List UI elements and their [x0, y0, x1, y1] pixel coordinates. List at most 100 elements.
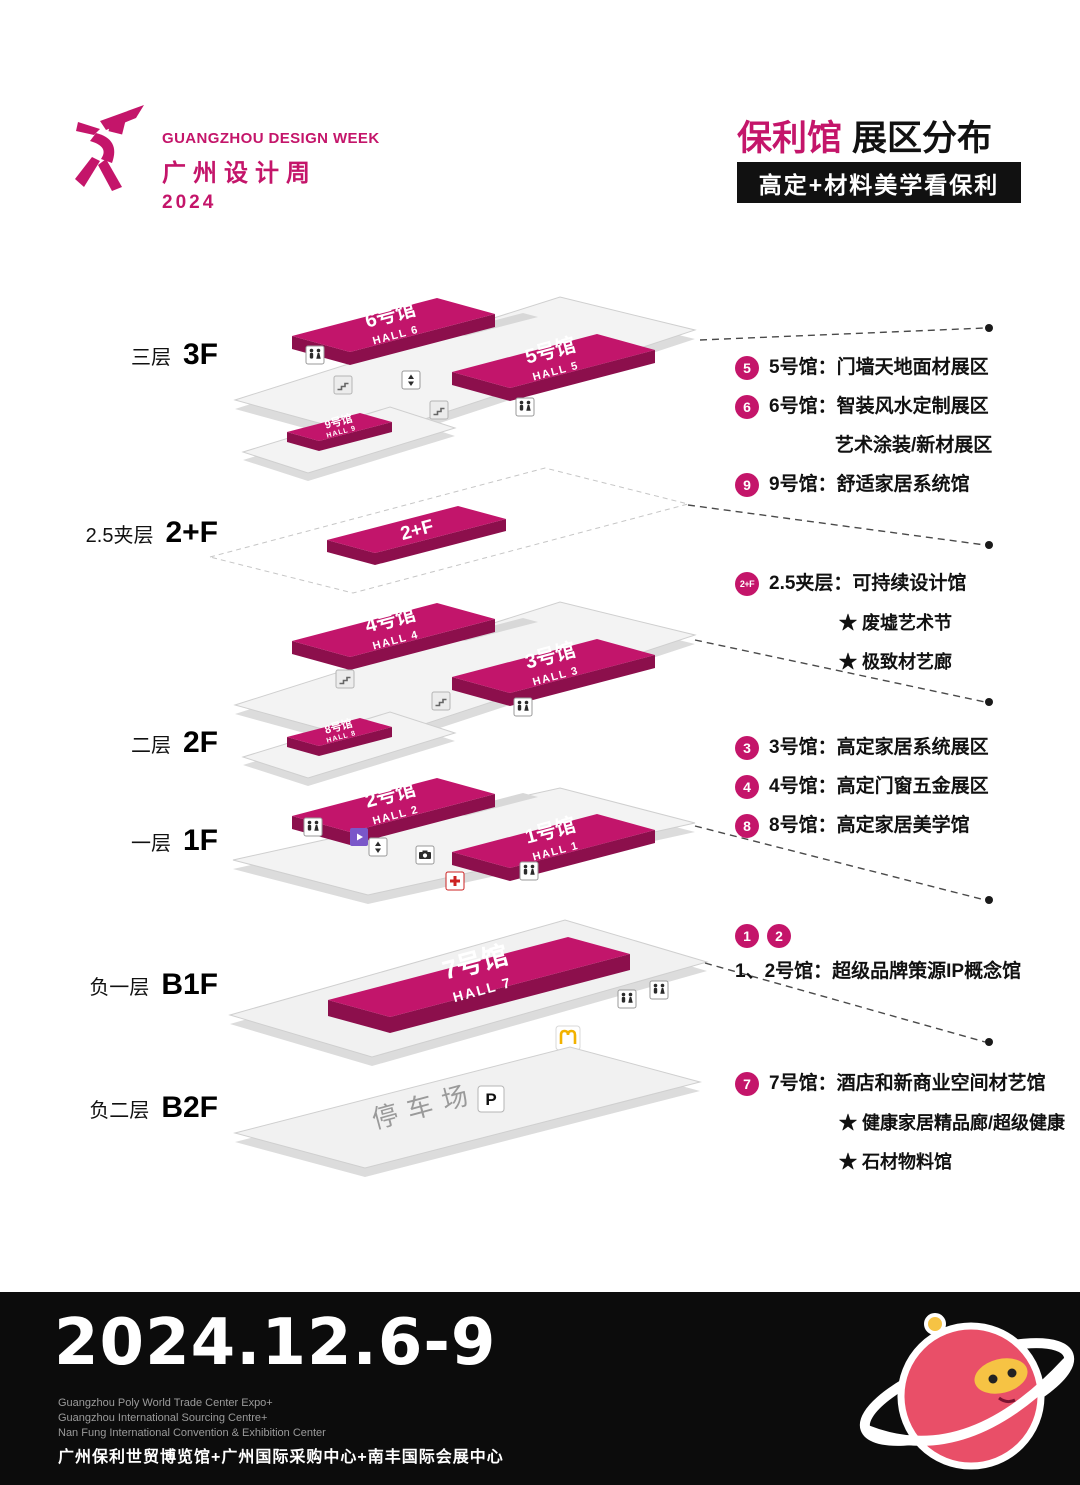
legend-text: 艺术涂装/新材展区: [835, 435, 993, 456]
hall-6-badge: 6: [735, 395, 759, 419]
legend-item-hall9: 9 9号馆：舒适家居系统馆: [735, 473, 1045, 497]
mascot-planet-illustration: [859, 1313, 1075, 1470]
floor-label-3f: 三层 3F: [28, 338, 218, 372]
floor-cn: 二层: [130, 735, 171, 757]
legend-item-hall5: 5 5号馆：门墙天地面材展区: [735, 356, 1045, 380]
gdw-logo-icon: [75, 105, 144, 191]
stairs-icon: [429, 400, 449, 420]
stairs-icon: [431, 691, 451, 711]
connector-dot: [985, 698, 993, 706]
footer-bar: 2024.12.6-9 Guangzhou Poly World Trade C…: [0, 1292, 1080, 1485]
floor-cn: 2.5夹层: [85, 525, 154, 547]
brand-block: GUANGZHOU DESIGN WEEK 广州设计周 2024: [162, 130, 380, 214]
floor-code: 3F: [182, 338, 218, 371]
hall-7-badge: 7: [735, 1072, 759, 1096]
legend-text: ★ 健康家居精品廊/超级健康: [839, 1113, 1066, 1133]
legend-group-b1f: 7 7号馆：酒店和新商业空间材艺馆 ★ 健康家居精品廊/超级健康 ★ 石材物料馆: [735, 1072, 1065, 1189]
first-aid-icon: [445, 871, 465, 891]
page-title: 保利馆展区分布: [737, 110, 992, 161]
restroom-icon: [305, 345, 325, 365]
legend-item-hall4: 4 4号馆：高定门窗五金展区: [735, 775, 1045, 799]
hall-4-block: [292, 603, 495, 670]
page-title-accent: 保利馆: [737, 119, 843, 158]
legend-item-hall7-star2: ★ 石材物料馆: [839, 1150, 1045, 1174]
restroom-icon: [515, 397, 535, 417]
floor-label-b2f: 负二层 B2F: [28, 1091, 218, 1125]
floor-code: B2F: [161, 1091, 218, 1124]
connector-dot: [985, 896, 993, 904]
hall-3-block: [452, 639, 655, 706]
legend-item-hall7: 7 7号馆：酒店和新商业空间材艺馆: [735, 1072, 1046, 1096]
legend-item-hall6-extra: 艺术涂装/新材展区: [835, 434, 1045, 458]
brand-title: GUANGZHOU DESIGN WEEK: [162, 130, 380, 147]
legend-item-hall3: 3 3号馆：高定家居系统展区: [735, 736, 1045, 760]
connector-line: [694, 639, 986, 703]
hall-9-block: [287, 413, 392, 451]
brand-title-cn: 广州设计周: [162, 160, 317, 187]
legend-badge-row: 1 2: [735, 924, 1045, 948]
mezzanine-badge: 2+F: [735, 572, 759, 596]
connector-dots: [985, 324, 993, 1046]
page-title-rest: 展区分布: [852, 119, 993, 158]
legend-text: ★ 废墟艺术节: [839, 613, 953, 633]
connector-line: [699, 327, 986, 341]
stairs-icon: [335, 669, 355, 689]
floor-label-2plusf: 2.5夹层 2+F: [28, 516, 218, 550]
legend-group-2f: 3 3号馆：高定家居系统展区 4 4号馆：高定门窗五金展区 8 8号馆：高定家居…: [735, 736, 1045, 853]
restroom-icon: [513, 697, 533, 717]
legend-group-1f: 1 2 1、2号馆：超级品牌策源IP概念馆: [735, 924, 1045, 999]
media-icon: [350, 828, 368, 846]
elevator-icon: [401, 370, 421, 390]
brand-year: 2024: [162, 192, 217, 213]
hall-8-badge: 8: [735, 814, 759, 838]
legend-text: 8号馆：高定家居美学馆: [769, 815, 970, 836]
legend-text: 3号馆：高定家居系统展区: [769, 737, 989, 758]
legend-text: 2.5夹层：可持续设计馆: [769, 573, 967, 594]
stairs-icon: [333, 375, 353, 395]
hall-8-block: [287, 718, 392, 756]
legend-item-hall12: 1、2号馆：超级品牌策源IP概念馆: [735, 960, 1045, 984]
floor-code: 1F: [182, 824, 218, 857]
hall-5-block: [452, 334, 655, 401]
legend-item-mezz-star1: ★ 废墟艺术节: [839, 611, 1045, 635]
legend-text: ★ 石材物料馆: [839, 1152, 953, 1172]
legend-item-mezz: 2+F 2.5夹层：可持续设计馆: [735, 572, 1045, 596]
floor-cn: 负二层: [89, 1100, 150, 1122]
floor-code: 2+F: [165, 516, 218, 549]
camera-icon: [415, 845, 435, 865]
hall-4-badge: 4: [735, 775, 759, 799]
connector-dot: [985, 1038, 993, 1046]
elevator-icon: [368, 837, 388, 857]
hall-1-block: [452, 814, 655, 881]
restroom-icon: [649, 980, 669, 1000]
parking-sign: P: [477, 1085, 505, 1113]
floor-code: 2F: [182, 726, 218, 759]
legend-text: 5号馆：门墙天地面材展区: [769, 357, 989, 378]
legend-text: 1、2号馆：超级品牌策源IP概念馆: [735, 961, 1022, 982]
hall-5-badge: 5: [735, 356, 759, 380]
legend-group-3f: 5 5号馆：门墙天地面材展区 6 6号馆：智装风水定制展区 艺术涂装/新材展区 …: [735, 356, 1045, 512]
floor-plate-b2f: [233, 1046, 702, 1169]
mcdonalds-icon: [554, 1024, 582, 1052]
floor-code: B1F: [161, 968, 218, 1001]
slogan-banner: 高定+材料美学看保利: [737, 162, 1021, 203]
connector-dot: [985, 324, 993, 332]
legend-text: 9号馆：舒适家居系统馆: [769, 474, 970, 495]
legend-group-mezzanine: 2+F 2.5夹层：可持续设计馆 ★ 废墟艺术节 ★ 极致材艺廊: [735, 572, 1045, 689]
legend-item-hall6: 6 6号馆：智装风水定制展区: [735, 395, 1045, 419]
legend-item-hall8: 8 8号馆：高定家居美学馆: [735, 814, 1045, 838]
connector-lines: [687, 327, 986, 1043]
restroom-icon: [519, 861, 539, 881]
venue-line: Nan Fung International Convention & Exhi…: [58, 1427, 326, 1439]
legend-text: ★ 极致材艺廊: [839, 652, 953, 672]
connector-dot: [985, 541, 993, 549]
venues-cn: 广州保利世贸博览馆+广州国际采购中心+南丰国际会展中心: [58, 1449, 504, 1466]
connector-line: [694, 825, 986, 901]
legend-item-hall7-star1: ★ 健康家居精品廊/超级健康: [839, 1111, 1065, 1135]
legend-text: 7号馆：酒店和新商业空间材艺馆: [769, 1073, 1046, 1094]
venue-line: Guangzhou International Sourcing Centre+: [58, 1412, 268, 1424]
floor-label-1f: 一层 1F: [28, 824, 218, 858]
mezzanine-block: [327, 506, 506, 565]
